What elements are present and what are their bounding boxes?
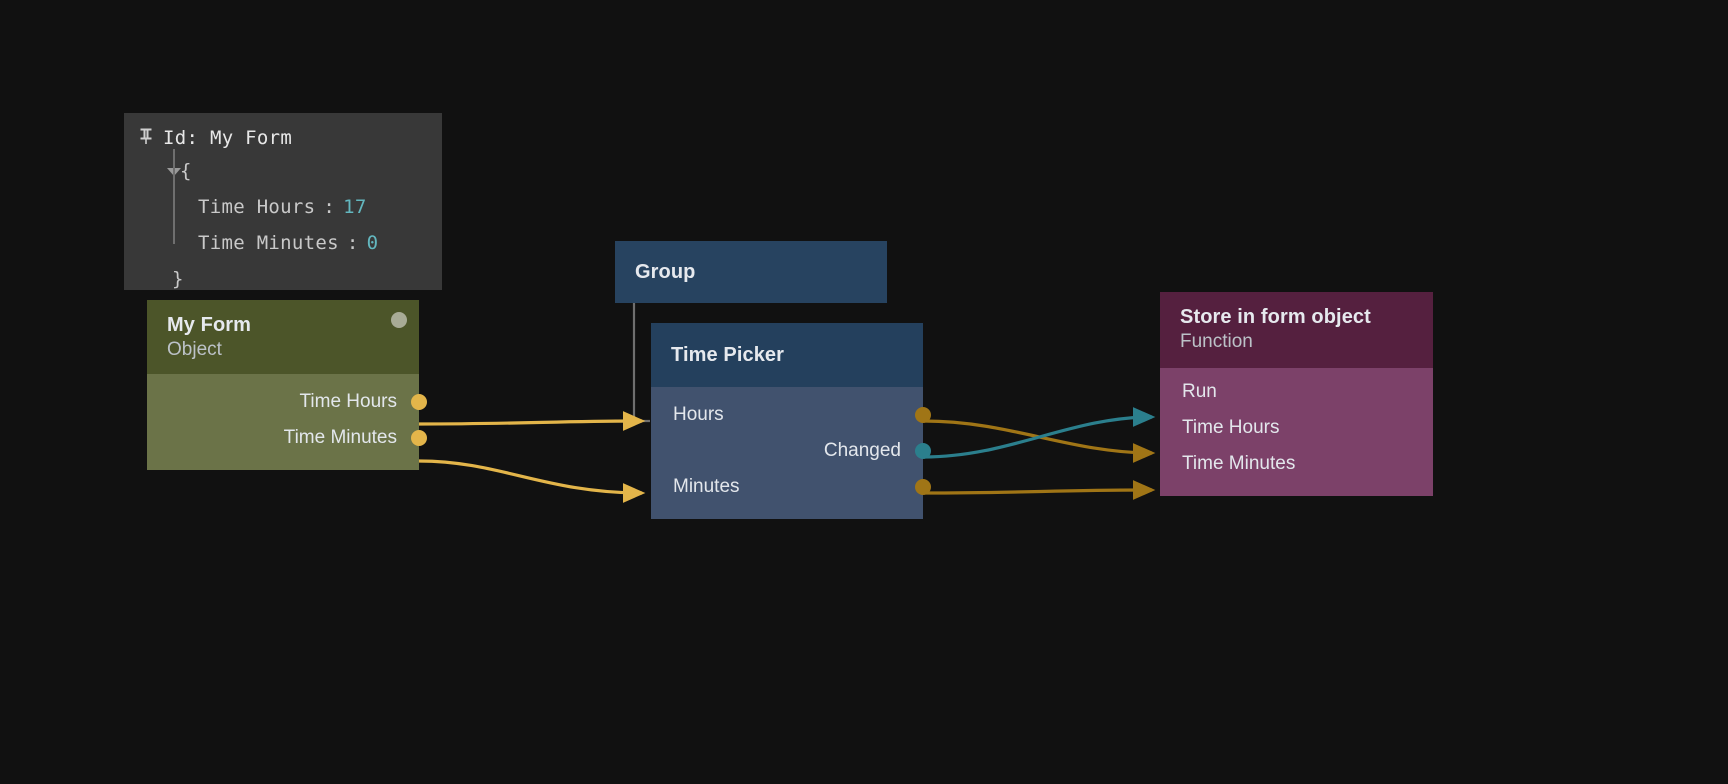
port-knob-minutes-output[interactable] (915, 479, 931, 495)
inspector-open-brace: { (180, 160, 192, 182)
inspector-property-separator: : (323, 196, 336, 218)
edge-myform-hours-to-timepicker-hours (418, 411, 646, 431)
node-my-form-header[interactable]: My Form Object (147, 300, 419, 374)
inspector-close-brace-row: } (124, 261, 442, 297)
node-time-picker-header[interactable]: Time Picker (651, 323, 923, 387)
port-label-time-hours: Time Hours (299, 391, 397, 412)
pin-icon[interactable] (138, 127, 154, 149)
node-my-form-title: My Form (167, 314, 252, 336)
port-row-input-run[interactable]: Run (1160, 374, 1433, 410)
node-group[interactable]: Group (615, 241, 887, 303)
port-row-input-time-minutes[interactable]: Time Minutes (1160, 446, 1433, 482)
port-label-hours: Hours (673, 404, 724, 425)
value-inspector-popup[interactable]: Id: My Form { Time Hours : 17 Time Minut… (124, 113, 442, 290)
edge-myform-minutes-to-timepicker-minutes (418, 459, 646, 503)
status-indicator-dot[interactable] (391, 312, 407, 328)
port-knob-time-hours[interactable] (411, 394, 427, 410)
inspector-property-value: 0 (366, 232, 379, 254)
port-label-store-time-minutes: Time Minutes (1182, 453, 1296, 474)
node-time-picker[interactable]: Time Picker Hours Changed Minutes (651, 323, 931, 519)
port-row-output-time-minutes[interactable]: Time Minutes (147, 420, 427, 456)
inspector-property-row: Time Minutes : 0 (124, 225, 442, 261)
node-group-header[interactable]: Group (615, 241, 887, 303)
edge-timepicker-minutes-to-store-timeminutes (923, 480, 1156, 500)
edge-timepicker-hours-to-store-timehours (923, 419, 1156, 463)
node-my-form[interactable]: My Form Object Time Hours Time Minutes (147, 300, 427, 470)
port-row-input-hours[interactable]: Hours (651, 397, 931, 433)
inspector-property-key: Time Hours (198, 196, 316, 218)
port-row-output-changed[interactable]: Changed (651, 433, 931, 469)
node-store-title: Store in form object (1180, 306, 1371, 328)
inspector-property-key: Time Minutes (198, 232, 339, 254)
port-row-input-time-hours[interactable]: Time Hours (1160, 410, 1433, 446)
port-knob-hours-output[interactable] (915, 407, 931, 423)
port-row-output-time-hours[interactable]: Time Hours (147, 384, 427, 420)
inspector-open-brace-row[interactable]: { (124, 153, 442, 189)
inspector-title-row: Id: My Form (124, 123, 442, 153)
port-label-time-minutes: Time Minutes (283, 427, 397, 448)
node-store-header[interactable]: Store in form object Function (1160, 292, 1433, 368)
inspector-property-separator: : (346, 232, 359, 254)
port-label-minutes: Minutes (673, 476, 740, 497)
node-store-body: Run Time Hours Time Minutes (1160, 368, 1433, 496)
node-time-picker-body: Hours Changed Minutes (651, 387, 931, 519)
inspector-property-value: 17 (343, 196, 367, 218)
port-label-changed: Changed (823, 440, 901, 461)
edge-timepicker-changed-to-store-run (923, 407, 1156, 459)
port-label-run: Run (1182, 381, 1217, 402)
node-my-form-subtitle: Object (167, 339, 222, 360)
edge-group-to-timepicker (632, 302, 650, 423)
node-my-form-body: Time Hours Time Minutes (147, 374, 427, 470)
node-store-subtitle: Function (1180, 331, 1253, 352)
node-time-picker-title: Time Picker (671, 344, 785, 366)
port-label-store-time-hours: Time Hours (1182, 417, 1280, 438)
port-knob-changed[interactable] (915, 443, 931, 459)
node-group-title: Group (635, 261, 696, 283)
inspector-property-row: Time Hours : 17 (124, 189, 442, 225)
inspector-title: Id: My Form (163, 127, 293, 149)
port-row-input-minutes[interactable]: Minutes (651, 469, 931, 505)
inspector-tree-guide-line (173, 149, 175, 244)
port-knob-time-minutes[interactable] (411, 430, 427, 446)
inspector-close-brace: } (172, 268, 184, 290)
node-store-in-form-object[interactable]: Store in form object Function Run Time H… (1160, 292, 1433, 496)
